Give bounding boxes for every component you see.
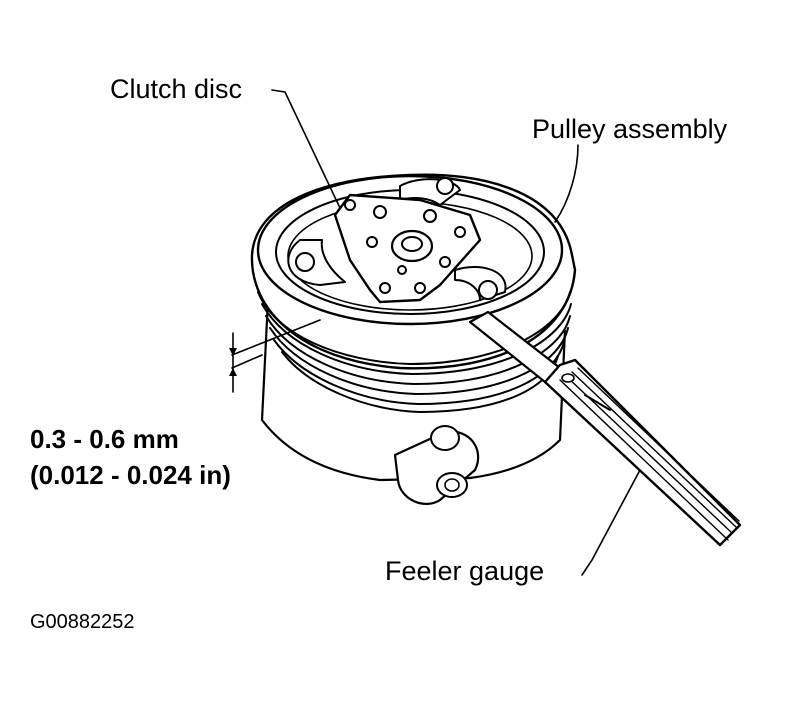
spec-metric: 0.3 - 0.6 mm: [30, 424, 179, 454]
spec-imperial: (0.012 - 0.024 in): [30, 460, 231, 490]
label-feeler-gauge: Feeler gauge: [385, 556, 544, 586]
arrow-down-icon: [229, 348, 237, 356]
feeler-gauge: [468, 310, 742, 547]
label-pulley-assembly: Pulley assembly: [532, 114, 728, 144]
gap-indicator: [229, 319, 321, 393]
leader-clutch-disc: [271, 89, 341, 209]
label-clutch-disc: Clutch disc: [110, 74, 242, 104]
figure-id: G00882252: [30, 611, 135, 633]
clutch-disc: [287, 177, 507, 304]
arrow-up-icon: [229, 368, 237, 376]
leader-pulley-assembly: [554, 144, 579, 223]
connector: [393, 425, 480, 505]
leader-feeler-gauge: [581, 469, 641, 576]
